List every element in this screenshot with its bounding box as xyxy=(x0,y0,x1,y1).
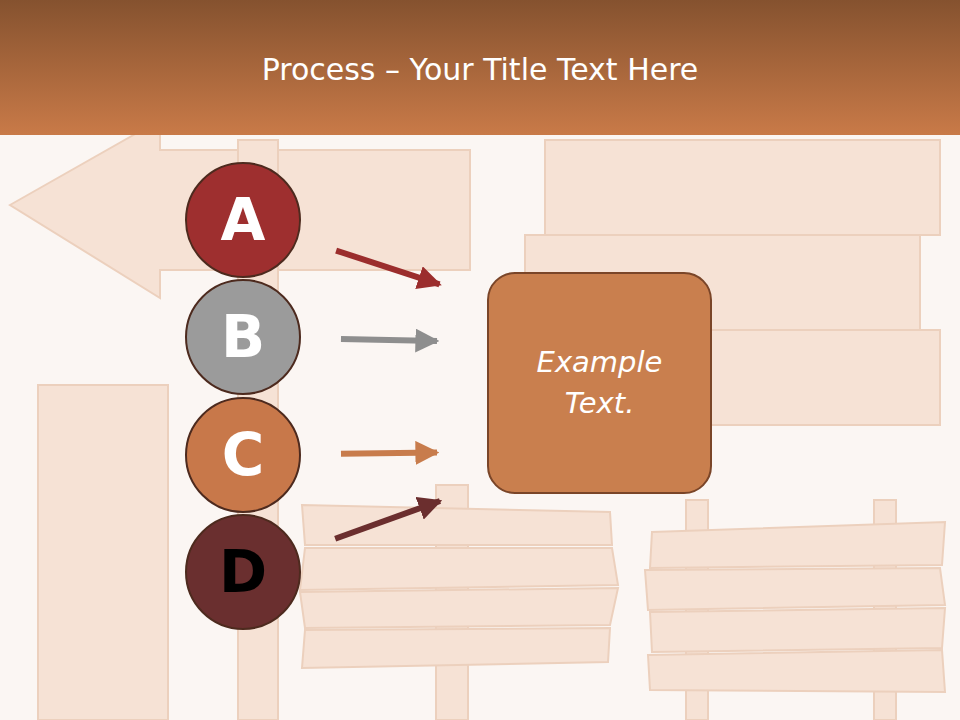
arrow-connector xyxy=(341,453,437,454)
tall-board xyxy=(38,385,168,720)
plank xyxy=(650,522,945,568)
plank xyxy=(300,548,618,590)
step-letter: C xyxy=(222,426,265,484)
step-letter: A xyxy=(221,191,266,249)
step-circle: A xyxy=(185,162,301,278)
step-circle: C xyxy=(185,397,301,513)
plank xyxy=(302,628,610,668)
arrow-connector xyxy=(336,251,439,285)
arrow-connector xyxy=(335,501,440,539)
box-text: Example Text. xyxy=(531,342,668,423)
step-letter: D xyxy=(219,543,267,601)
slide-title: Process – Your Title Text Here xyxy=(0,52,960,87)
plank xyxy=(545,140,940,235)
plank xyxy=(648,650,945,692)
plank xyxy=(302,505,612,545)
step-circle: D xyxy=(185,514,301,630)
plank xyxy=(650,608,945,652)
process-box: Example Text. xyxy=(487,272,712,494)
plank xyxy=(645,568,945,610)
step-circle: B xyxy=(185,279,301,395)
step-letter: B xyxy=(221,308,265,366)
plank xyxy=(300,588,618,628)
arrow-connector xyxy=(341,339,437,341)
